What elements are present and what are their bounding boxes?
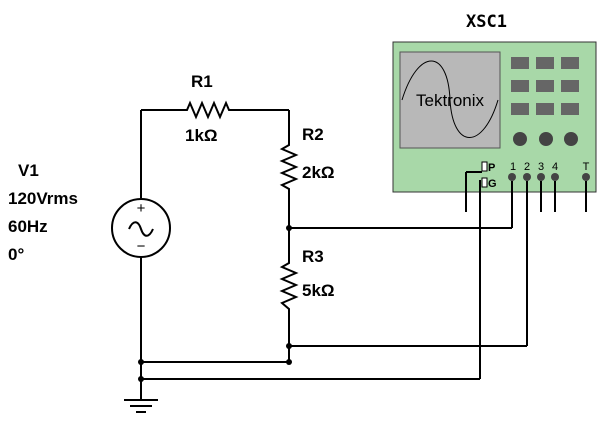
junction-dot: [138, 376, 144, 382]
junction-dot: [286, 343, 292, 349]
source-frequency-label: 60Hz: [8, 217, 48, 236]
r1-value-label: 1kΩ: [185, 126, 218, 145]
source-voltage-label: 120Vrms: [8, 189, 78, 208]
resistor-r1[interactable]: [182, 100, 232, 120]
resistor-r2[interactable]: [279, 140, 299, 193]
scope-key[interactable]: [511, 80, 529, 92]
oscilloscope[interactable]: XSC1 Tektronix P G 1 2 3 4 T: [392, 12, 597, 212]
r3-ref-label: R3: [302, 247, 324, 266]
source-phase-label: 0°: [8, 245, 24, 264]
scope-key[interactable]: [536, 103, 554, 115]
probe-p-label: P: [488, 162, 495, 174]
channel-1-label: 1: [510, 161, 516, 173]
resistor-symbol: [279, 140, 299, 193]
scope-key[interactable]: [561, 103, 579, 115]
scope-key[interactable]: [536, 57, 554, 69]
resistor-symbol: [279, 258, 299, 315]
channel-4-label: 4: [552, 161, 558, 173]
r3-value-label: 5kΩ: [302, 281, 335, 300]
channel-3-terminal[interactable]: [537, 173, 545, 181]
scope-key[interactable]: [561, 57, 579, 69]
voltage-source-v1[interactable]: + −: [111, 110, 171, 258]
scope-knob[interactable]: [564, 132, 578, 146]
waveform-trace: [401, 60, 499, 138]
ground-icon[interactable]: [124, 399, 158, 413]
channel-t-terminal[interactable]: [582, 173, 590, 181]
probe-g-terminal[interactable]: [481, 177, 488, 188]
probe-p-terminal[interactable]: [481, 161, 488, 172]
scope-key[interactable]: [561, 80, 579, 92]
r1-ref-label: R1: [191, 72, 213, 91]
junction-dot: [138, 359, 144, 365]
sine-icon: [128, 221, 154, 237]
channel-t-label: T: [583, 161, 590, 173]
scope-knob[interactable]: [513, 132, 527, 146]
channel-1-terminal[interactable]: [508, 173, 516, 181]
oscilloscope-ref-label: XSC1: [466, 12, 507, 32]
junction-dot: [286, 359, 292, 365]
probe-g-label: G: [488, 178, 497, 190]
resistor-symbol: [182, 100, 232, 120]
source-minus: −: [137, 238, 146, 255]
scope-key[interactable]: [511, 57, 529, 69]
channel-3-label: 3: [538, 161, 544, 173]
source-plus: +: [137, 200, 146, 217]
r2-ref-label: R2: [302, 125, 324, 144]
channel-4-terminal[interactable]: [551, 173, 559, 181]
resistor-r3[interactable]: [279, 258, 299, 315]
scope-knob[interactable]: [539, 132, 553, 146]
r2-value-label: 2kΩ: [302, 163, 335, 182]
source-ref-label: V1: [18, 161, 39, 180]
brand-label: Tektronix: [416, 91, 485, 110]
scope-key[interactable]: [536, 80, 554, 92]
junction-dot: [286, 225, 292, 231]
channel-2-terminal[interactable]: [523, 173, 531, 181]
scope-key[interactable]: [511, 103, 529, 115]
channel-2-label: 2: [524, 161, 530, 173]
